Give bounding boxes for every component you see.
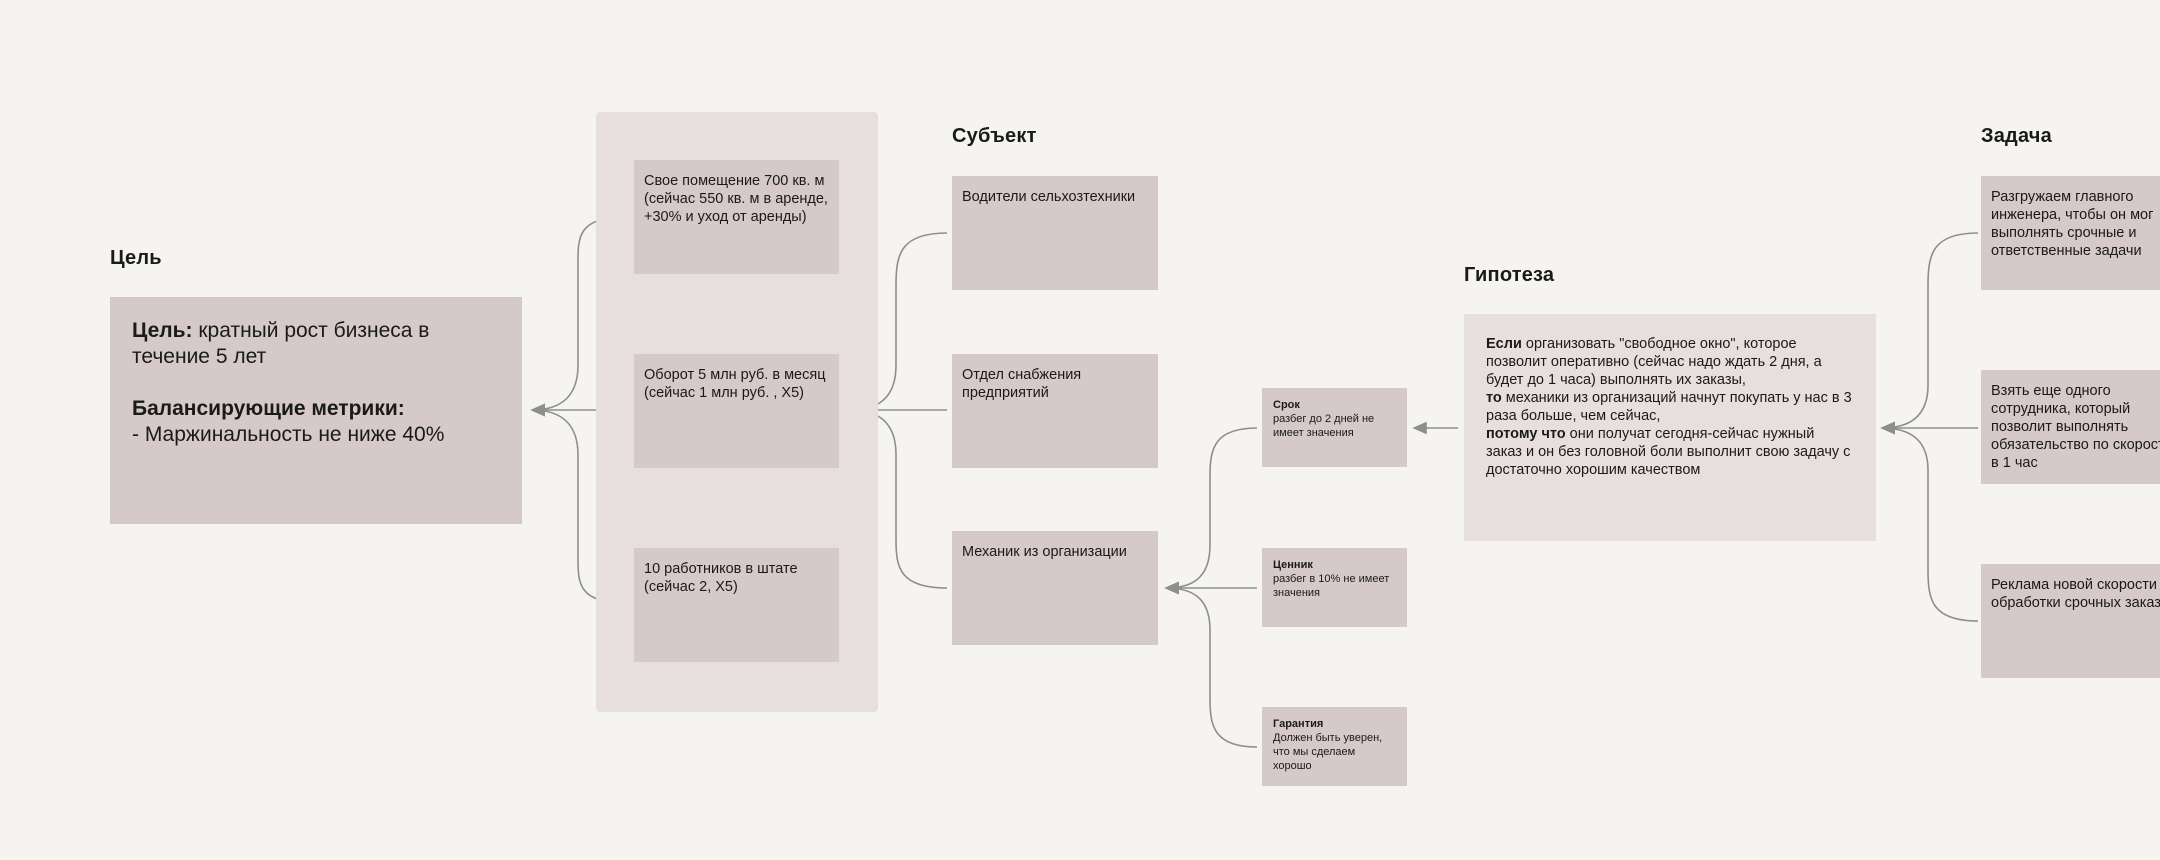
connector-criteria-1 (1164, 427, 1258, 595)
outcome-card-1: Свое помещение 700 кв. м (сейчас 550 кв.… (634, 160, 839, 274)
outcome-card-2: Оборот 5 млн руб. в месяц (сейчас 1 млн … (634, 354, 839, 468)
goal-statement: Цель: кратный рост бизнеса в течение 5 л… (132, 319, 430, 368)
subject-card-mechanic: Механик из организации (952, 531, 1158, 645)
hypothesis-heading: Гипотеза (1464, 264, 1555, 286)
goal-metrics: Балансирующие метрики:- Маржинальность н… (132, 397, 445, 446)
task-heading: Задача (1981, 125, 2052, 147)
criteria-title: Срок (1273, 399, 1300, 411)
task-card-2: Взять еще одного сотрудника, который поз… (1981, 370, 2160, 484)
subject-card-supply: Отдел снабжения предприятий (952, 354, 1158, 468)
connector-outcome-1 (530, 216, 629, 417)
goal-card: Цель: кратный рост бизнеса в течение 5 л… (110, 297, 522, 524)
subject-heading: Субъект (952, 125, 1037, 147)
subject-card-drivers: Водители сельхозтехники (952, 176, 1158, 290)
outcome-card-3: 10 работников в штате (сейчас 2, Х5) (634, 548, 839, 662)
goal-heading: Цель (110, 247, 162, 269)
connector-task-1 (1880, 232, 1979, 435)
task-card-1: Разгружаем главного инженера, чтобы он м… (1981, 176, 2160, 290)
connector-outcome-3 (530, 403, 629, 604)
hypothesis-card: Если организовать "свободное окно", кото… (1464, 314, 1876, 541)
task-card-3: Реклама новой скорости обработки срочных… (1981, 564, 2160, 678)
connector-task-3 (1880, 421, 1979, 622)
connector-criteria-3 (1164, 581, 1258, 748)
criteria-title: Ценник (1273, 559, 1313, 571)
criteria-title: Гарантия (1273, 718, 1324, 730)
